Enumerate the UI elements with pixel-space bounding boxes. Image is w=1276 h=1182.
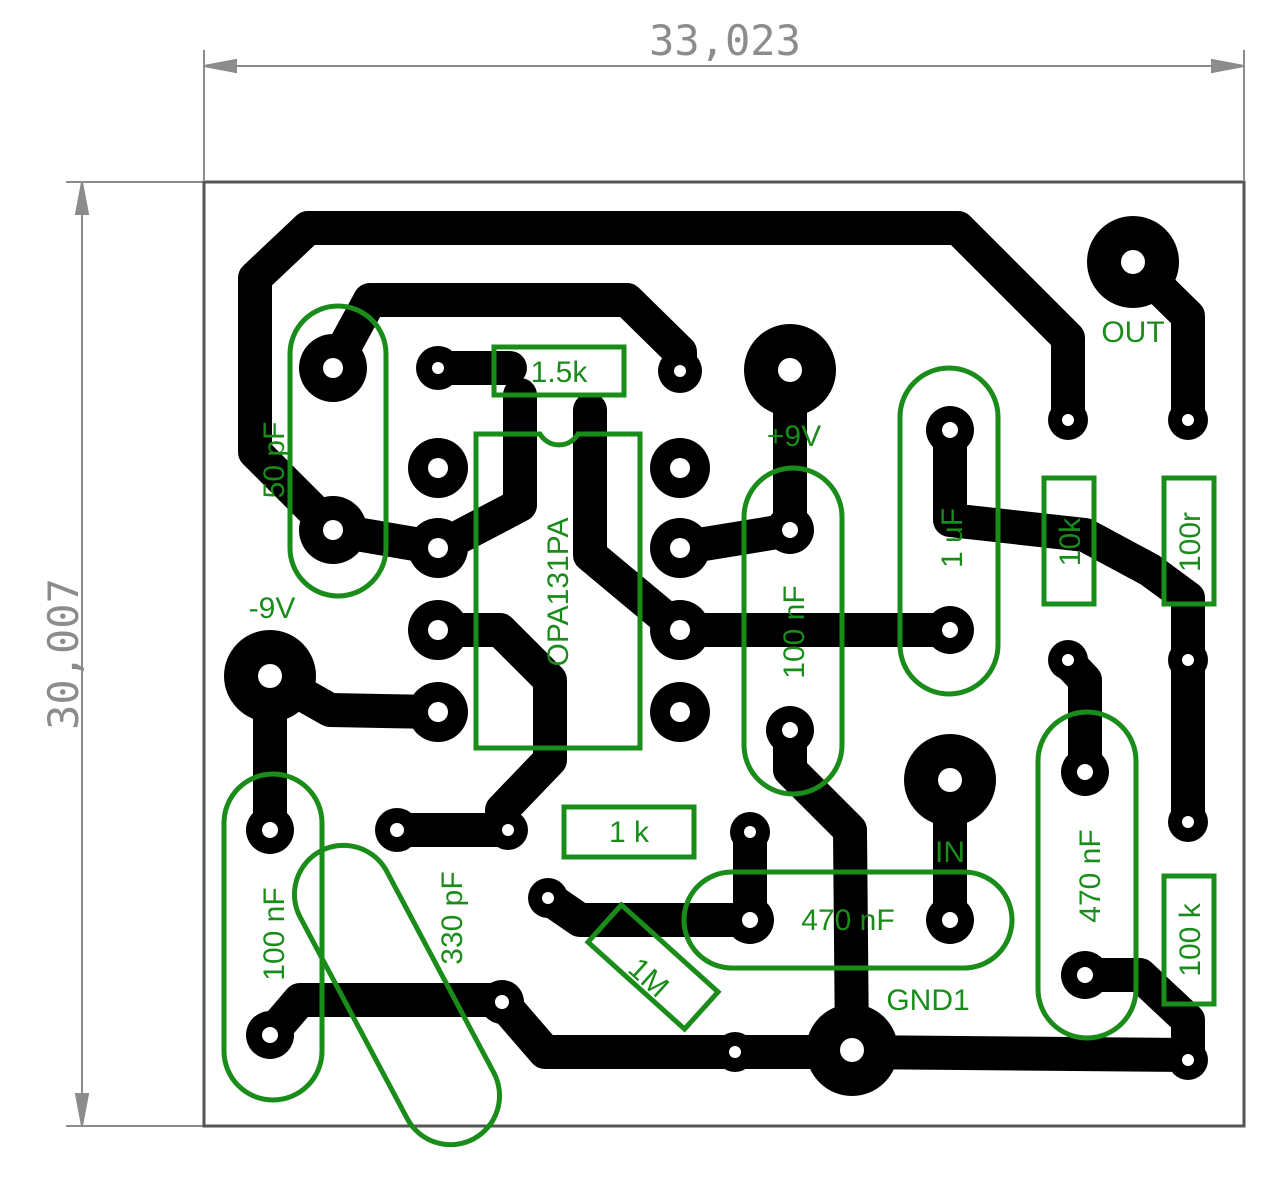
ic-outline xyxy=(473,431,643,751)
board-outline xyxy=(202,180,1246,1128)
c-50pf-outline xyxy=(287,303,389,599)
ic-label: OPA131PA xyxy=(542,518,575,667)
label-1uf: 1 uF xyxy=(936,508,969,568)
copper-traces xyxy=(238,211,1205,1077)
copper-pads xyxy=(224,216,1208,1096)
dimension-lines xyxy=(66,50,1245,1127)
label-1m: 1M xyxy=(622,952,675,1004)
c-1uf-outline xyxy=(897,365,1001,697)
c-470nf-h-outline xyxy=(681,869,1015,971)
label-minus9v: -9V xyxy=(249,592,296,625)
c-100nf-left-outline xyxy=(221,771,325,1103)
silkscreen-outlines xyxy=(221,303,1217,1148)
c-100nf-mid-outline xyxy=(741,465,845,797)
r-100k-outline xyxy=(1161,873,1217,1007)
label-330pf: 330 pF xyxy=(436,871,469,964)
label-100nf-left: 100 nF xyxy=(258,887,291,980)
c-470nf-v-outline xyxy=(1035,709,1139,1041)
label-100nf-mid: 100 nF xyxy=(778,585,811,678)
height-dimension-label: 30,007 xyxy=(39,578,88,730)
label-100k: 100 k xyxy=(1174,902,1207,976)
label-1k5: 1.5k xyxy=(531,356,589,389)
r-10k-outline xyxy=(1041,475,1097,607)
r-100r-outline xyxy=(1161,475,1217,607)
r-1m-outline xyxy=(584,901,722,1033)
width-dimension-label: 33,023 xyxy=(649,16,801,65)
r-1k-outline xyxy=(561,804,697,860)
c-330pf-outline xyxy=(291,842,503,1148)
label-gnd1: GND1 xyxy=(886,984,969,1017)
r-1k5-outline xyxy=(491,344,627,398)
label-in: IN xyxy=(935,836,965,869)
label-10k: 10k xyxy=(1054,517,1087,566)
label-100r: 100r xyxy=(1174,512,1207,572)
label-out: OUT xyxy=(1101,316,1164,349)
label-50pf: 50 pF xyxy=(258,422,291,499)
label-470nf-v: 470 nF xyxy=(1074,829,1107,922)
label-1k: 1 k xyxy=(609,816,650,849)
label-plus9v: +9V xyxy=(767,420,821,453)
label-470nf-h: 470 nF xyxy=(801,904,894,937)
